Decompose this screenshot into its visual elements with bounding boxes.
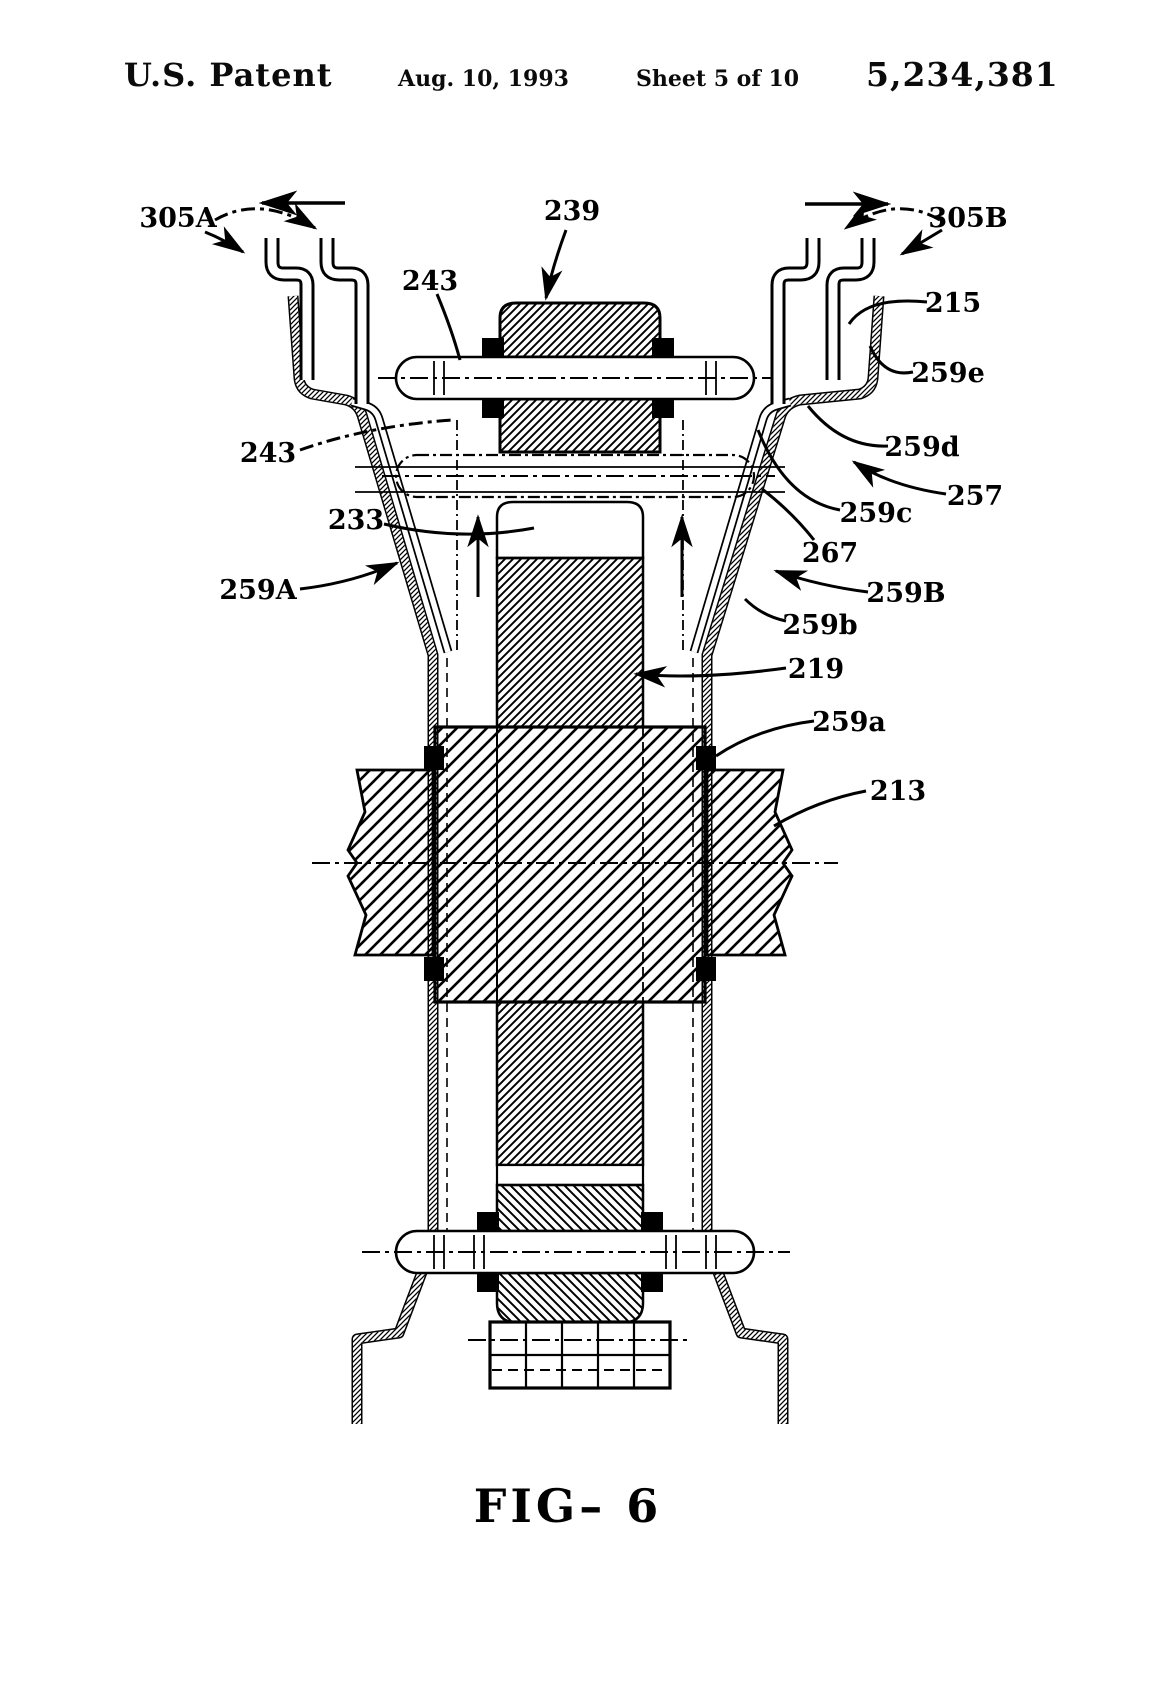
ref-label-267: 267 bbox=[802, 538, 858, 569]
leader-305A-phantom bbox=[214, 202, 318, 230]
leader-305B-phantom bbox=[843, 201, 941, 230]
ref-label-259b: 259b bbox=[782, 610, 857, 641]
centerlines bbox=[312, 377, 838, 1341]
patent-date: Aug. 10, 1993 bbox=[398, 66, 569, 92]
leader-267 bbox=[761, 487, 816, 541]
ref-label-259e: 259e bbox=[911, 358, 985, 389]
shaft-shoulder-233 bbox=[495, 500, 645, 560]
ref-label-259B: 259B bbox=[866, 578, 945, 609]
ref-label-213: 213 bbox=[870, 776, 926, 807]
inner-wall-left bbox=[350, 397, 453, 654]
figure-caption: FIG– 6 bbox=[474, 1479, 662, 1533]
ref-label-219: 219 bbox=[788, 654, 844, 685]
ref-label-243-left: 243 bbox=[240, 438, 296, 469]
pin-collars bbox=[477, 338, 674, 1292]
leader-257 bbox=[851, 460, 947, 496]
leader-259c bbox=[756, 429, 841, 512]
patent-sheet-count: Sheet 5 of 10 bbox=[636, 66, 800, 92]
leader-lines bbox=[204, 201, 947, 828]
shaft-column-lower bbox=[495, 1000, 645, 1167]
ref-label-243-top: 243 bbox=[402, 266, 458, 297]
bracket-305A bbox=[264, 238, 370, 404]
bracket-305B bbox=[770, 238, 876, 404]
leader-243-top bbox=[435, 293, 462, 361]
leader-219 bbox=[633, 666, 787, 688]
leader-305B-solid bbox=[899, 228, 943, 256]
ref-label-259a: 259a bbox=[812, 707, 886, 738]
ref-label-233: 233 bbox=[328, 505, 384, 536]
shaft-column-219 bbox=[495, 556, 645, 729]
damper-block-lower bbox=[498, 397, 662, 454]
bearing-block-lower bbox=[495, 1271, 645, 1325]
hub-block-center bbox=[433, 725, 707, 1004]
leader-259d bbox=[806, 405, 889, 448]
leader-215 bbox=[847, 299, 928, 325]
outer-shell-right-259B bbox=[701, 295, 885, 1424]
outer-shell-left-259A bbox=[287, 295, 439, 1424]
ref-label-259d: 259d bbox=[884, 432, 959, 463]
bearing-block-upper bbox=[495, 1183, 645, 1233]
seals-259a bbox=[424, 746, 716, 981]
ref-label-259c: 259c bbox=[840, 498, 913, 529]
ref-label-239: 239 bbox=[544, 196, 600, 227]
leader-259a bbox=[715, 719, 815, 758]
patent-number: 5,234,381 bbox=[866, 55, 1059, 94]
shaft-arm-right-213 bbox=[705, 768, 794, 957]
leader-259b bbox=[743, 597, 787, 623]
leader-305A-solid bbox=[204, 226, 246, 254]
leader-259e bbox=[868, 345, 914, 375]
ref-label-257: 257 bbox=[947, 481, 1003, 512]
ref-label-259A: 259A bbox=[219, 575, 297, 606]
leader-259A bbox=[299, 561, 400, 591]
leader-213 bbox=[773, 789, 867, 828]
spacer-band bbox=[495, 1163, 645, 1187]
leader-239 bbox=[541, 229, 568, 301]
inner-wall-right bbox=[689, 397, 792, 654]
ref-label-305B: 305B bbox=[928, 203, 1007, 234]
damper-block-239 bbox=[498, 301, 662, 359]
ref-label-215: 215 bbox=[925, 288, 981, 319]
grid-block bbox=[488, 1320, 672, 1390]
leader-259B bbox=[773, 569, 869, 594]
leader-233 bbox=[383, 522, 535, 536]
patent-publication: U.S. Patent bbox=[124, 56, 333, 94]
ref-label-305A: 305A bbox=[139, 203, 217, 234]
